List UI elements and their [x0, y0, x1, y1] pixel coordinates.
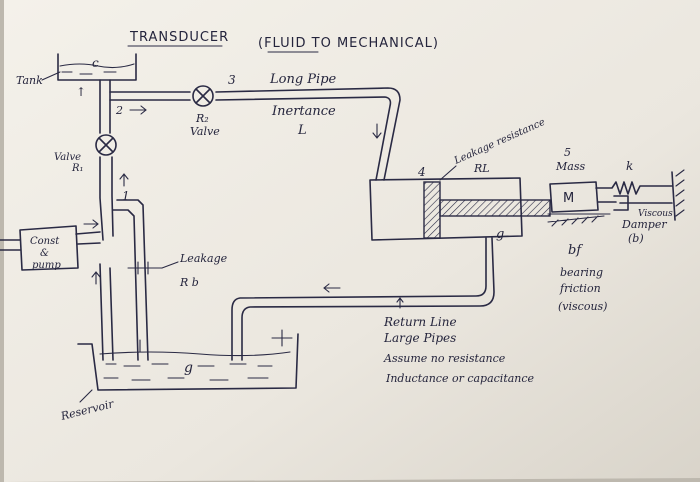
inertance-label: Inertance: [271, 104, 336, 119]
node-2: 2: [115, 104, 123, 117]
supply-pipe: [99, 79, 149, 361]
bf-label: bf: [568, 243, 583, 258]
node-4: 4: [417, 165, 426, 179]
reservoir: [77, 329, 299, 391]
valve-r2-label: Valve: [190, 125, 220, 138]
mass-label: Mass: [555, 160, 585, 173]
pump-label-b: &: [40, 248, 49, 259]
return-line: [231, 237, 495, 361]
long-pipe-label: Long Pipe: [269, 72, 337, 87]
node-5: 5: [564, 146, 571, 159]
valve-r1-label-a: Valve: [54, 152, 81, 163]
valve-r2: [192, 85, 214, 107]
mass: [549, 181, 599, 213]
damper-label: Damper: [621, 218, 667, 231]
node-3: 3: [228, 73, 236, 87]
leakage-rb: R b: [179, 276, 199, 289]
g-cylinder: g: [496, 227, 504, 242]
large-pipes-label: Large Pipes: [383, 331, 456, 345]
cylinder: [369, 177, 551, 241]
rl-label: RL: [473, 162, 490, 175]
long-pipe: [109, 87, 401, 181]
tank-label: Tank: [16, 74, 43, 87]
bearing-label-b: friction: [559, 282, 601, 295]
mass-m: M: [563, 191, 575, 206]
tank-arrow: ↑: [76, 85, 86, 99]
assume-label: Assume no resistance: [383, 352, 506, 365]
inertance-l: L: [297, 123, 307, 138]
inductance-label: Inductance or capacitance: [385, 372, 535, 385]
spring-k: k: [626, 159, 633, 173]
bearing-label-a: bearing: [560, 266, 603, 279]
return-line-label: Return Line: [383, 315, 457, 329]
pump-label-c: pump: [32, 260, 61, 271]
r2-label: R₂: [195, 112, 209, 125]
paper-face: [4, 0, 700, 482]
leakage-label: Leakage: [179, 252, 228, 265]
damper-b-label: (b): [628, 232, 644, 245]
tank: c: [57, 53, 137, 81]
node-1: 1: [122, 189, 130, 203]
g-reservoir: g: [184, 360, 193, 376]
title-main: TRANSDUCER: [129, 30, 229, 45]
tank-c: c: [92, 56, 99, 70]
valve-r1-label-b: R₁: [71, 163, 84, 174]
title-sub: (FLUID TO MECHANICAL): [258, 36, 439, 51]
bearing-label-c: (viscous): [558, 300, 607, 313]
viscous-label: Viscous: [638, 209, 673, 219]
pump-label-a: Const: [30, 236, 60, 247]
valve-r1: [95, 134, 117, 156]
pump: [0, 225, 114, 361]
